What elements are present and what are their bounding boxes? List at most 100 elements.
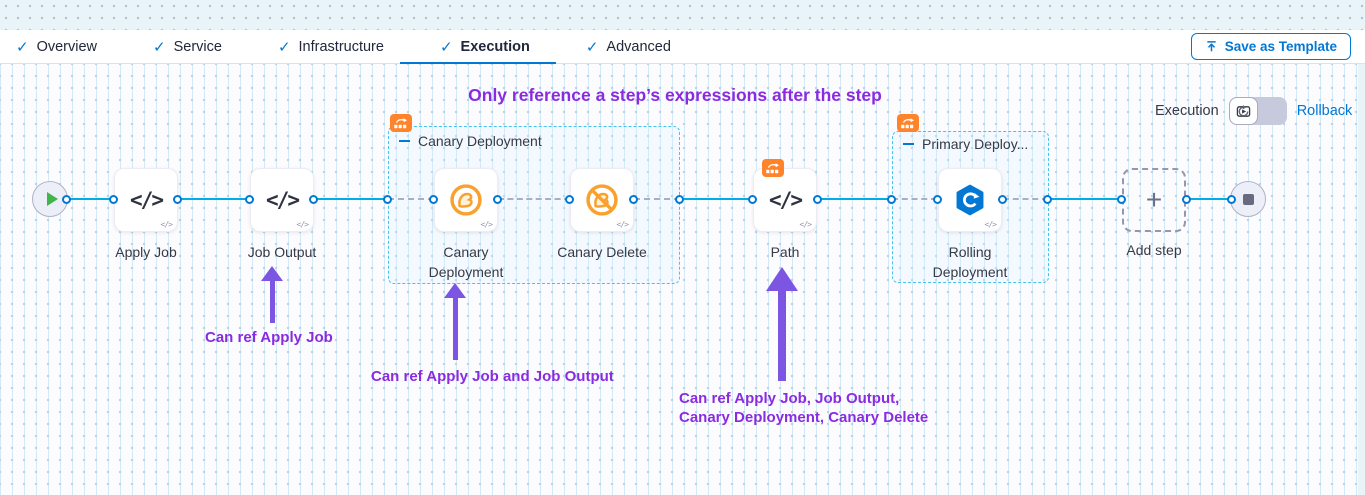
connector-line xyxy=(1003,198,1048,200)
connector-port[interactable] xyxy=(1043,195,1052,204)
play-icon xyxy=(46,192,58,206)
check-icon: ✓ xyxy=(153,38,166,56)
canary-delete-icon xyxy=(586,184,618,216)
connector-line xyxy=(634,198,680,200)
tab-label: Infrastructure xyxy=(298,38,384,55)
annotation-note-3: Can ref Apply Job, Job Output, Canary De… xyxy=(679,389,928,427)
connector-port[interactable] xyxy=(1117,195,1126,204)
connector-line xyxy=(67,198,114,200)
code-icon: </> xyxy=(266,188,300,212)
code-icon: </> xyxy=(480,220,493,229)
step-label-job-output: Job Output xyxy=(247,244,317,260)
rollback-steps-badge-icon[interactable] xyxy=(897,114,919,132)
save-as-template-label: Save as Template xyxy=(1224,39,1337,54)
tab-label: Overview xyxy=(36,38,98,55)
tab-advanced[interactable]: ✓ Advanced xyxy=(586,30,671,64)
step-label-path: Path xyxy=(770,244,800,260)
rolling-deploy-icon xyxy=(956,184,984,216)
rollback-steps-badge-icon[interactable] xyxy=(762,159,784,177)
connector-port[interactable] xyxy=(675,195,684,204)
connector-port[interactable] xyxy=(309,195,318,204)
connector-port[interactable] xyxy=(565,195,574,204)
annotation-note-2: Can ref Apply Job and Job Output xyxy=(371,368,614,385)
code-icon: </> xyxy=(160,220,173,229)
check-icon: ✓ xyxy=(277,38,291,56)
connector-port[interactable] xyxy=(173,195,182,204)
code-icon: </> xyxy=(769,188,803,212)
connector-port[interactable] xyxy=(62,195,71,204)
step-label-rolling-deployment: Rolling Deployment xyxy=(932,244,1008,280)
code-icon: </> xyxy=(130,188,164,212)
step-node-canary-deployment[interactable]: </> xyxy=(434,168,498,232)
step-node-job-output[interactable]: </> </> xyxy=(250,168,314,232)
check-icon: ✓ xyxy=(439,38,453,56)
tab-label: Advanced xyxy=(606,38,671,55)
connector-port[interactable] xyxy=(1227,195,1236,204)
annotation-note-3-line2: Canary Deployment, Canary Delete xyxy=(679,409,929,426)
canvas-top-margin xyxy=(0,0,1365,30)
code-icon: </> xyxy=(296,220,309,229)
step-label-apply-job: Apply Job xyxy=(115,244,177,260)
canary-icon xyxy=(450,184,482,216)
connector-port[interactable] xyxy=(429,195,438,204)
step-node-path[interactable]: </> </> xyxy=(753,168,817,232)
collapse-icon[interactable] xyxy=(903,142,914,146)
plus-icon: + xyxy=(1145,184,1163,215)
step-label-canary-delete: Canary Delete xyxy=(557,244,647,260)
pipeline-canvas[interactable]: Only reference a step’s expressions afte… xyxy=(0,64,1365,495)
group-label: Canary Deployment xyxy=(418,133,542,149)
connector-port[interactable] xyxy=(493,195,502,204)
connector-line xyxy=(892,198,937,200)
tab-execution[interactable]: ✓ Execution xyxy=(400,30,556,65)
check-icon: ✓ xyxy=(16,38,29,56)
rollback-link[interactable]: Rollback xyxy=(1296,103,1353,119)
code-icon: </> xyxy=(799,220,812,229)
connector-port[interactable] xyxy=(629,195,638,204)
step-node-canary-delete[interactable]: </> xyxy=(570,168,634,232)
annotation-arrow-path xyxy=(766,267,798,381)
connector-port[interactable] xyxy=(383,195,392,204)
connector-port[interactable] xyxy=(1182,195,1191,204)
execution-rollback-toggle: Execution Rollback xyxy=(1155,96,1352,126)
connector-port[interactable] xyxy=(933,195,942,204)
connector-port[interactable] xyxy=(748,195,757,204)
annotation-arrow-job-output xyxy=(261,266,283,323)
step-node-apply-job[interactable]: </> </> xyxy=(114,168,178,232)
collapse-icon[interactable] xyxy=(399,139,410,143)
connector-line xyxy=(680,198,753,200)
rollback-arrow-icon xyxy=(1238,104,1249,116)
connector-port[interactable] xyxy=(109,195,118,204)
tab-label: Service xyxy=(173,38,222,55)
connector-port[interactable] xyxy=(887,195,896,204)
connector-port[interactable] xyxy=(813,195,822,204)
connector-line xyxy=(1048,198,1122,200)
rollback-toggle-button[interactable] xyxy=(1229,97,1258,125)
rollback-steps-badge-icon[interactable] xyxy=(390,114,412,132)
connector-line xyxy=(178,198,250,200)
execution-mode-label: Execution xyxy=(1155,103,1219,119)
code-icon: </> xyxy=(616,220,629,229)
add-step-button[interactable]: + xyxy=(1122,168,1186,232)
connector-port[interactable] xyxy=(998,195,1007,204)
tab-infrastructure[interactable]: ✓ Infrastructure xyxy=(278,30,384,64)
group-label: Primary Deploy... xyxy=(922,136,1029,152)
canvas-right-margin xyxy=(1358,64,1365,495)
save-as-template-button[interactable]: Save as Template xyxy=(1190,33,1351,60)
tab-service[interactable]: ✓ Service xyxy=(153,30,222,64)
group-header: Canary Deployment xyxy=(399,133,542,149)
stop-icon xyxy=(1242,193,1254,205)
connector-line xyxy=(388,198,434,200)
upload-icon xyxy=(1205,40,1218,53)
tab-overview[interactable]: ✓ Overview xyxy=(16,30,97,64)
pipeline-end-node[interactable] xyxy=(1230,181,1266,217)
annotation-arrow-canary-deployment xyxy=(444,283,466,360)
connector-line xyxy=(818,198,892,200)
tab-label: Execution xyxy=(460,38,530,55)
connector-line xyxy=(498,198,570,200)
step-node-rolling-deployment[interactable]: </> xyxy=(938,168,1002,232)
stage-tab-bar: ✓ Overview ✓ Service ✓ Infrastructure ✓ … xyxy=(0,30,1365,65)
code-icon: </> xyxy=(984,220,997,229)
connector-port[interactable] xyxy=(245,195,254,204)
annotation-note-3-line1: Can ref Apply Job, Job Output, xyxy=(679,390,900,407)
check-icon: ✓ xyxy=(585,38,599,56)
